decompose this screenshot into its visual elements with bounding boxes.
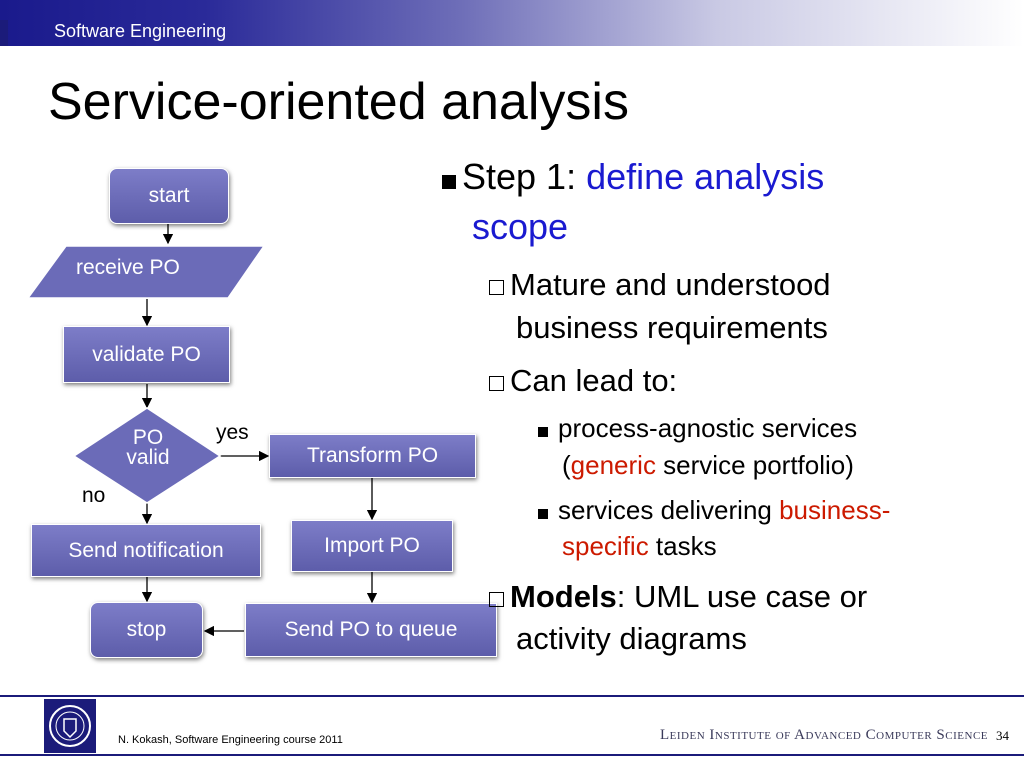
send-notification-box: Send notification [31, 524, 261, 577]
step1-highlight-1: define analysis [586, 156, 825, 197]
stop-node: stop [90, 602, 203, 658]
sub1-line1: Mature and understood [510, 267, 831, 302]
item2-prefix: services delivering [558, 495, 780, 525]
item2-line2: specific tasks [562, 530, 717, 563]
item2-red2: specific [562, 531, 649, 561]
import-po-box: Import PO [291, 520, 453, 572]
validate-po-box: validate PO [63, 326, 230, 383]
hollow-square-bullet-icon [489, 376, 504, 391]
models-bold: Models [510, 579, 617, 614]
stop-label: stop [126, 618, 167, 641]
item-process-agnostic: process-agnostic services [538, 412, 857, 445]
page-number: 34 [996, 728, 1009, 743]
header-bar [0, 0, 1024, 46]
step1-highlight-2: scope [472, 206, 569, 247]
transform-po-box: Transform PO [269, 434, 476, 478]
step1-bullet: Step 1: define analysis [442, 156, 824, 198]
valid-label: valid [126, 446, 170, 469]
receive-po-label: receive PO [76, 256, 180, 279]
import-po-label: Import PO [324, 534, 420, 557]
item1-open: ( [562, 450, 571, 480]
hollow-square-bullet-icon [489, 280, 504, 295]
small-square-bullet-icon [538, 509, 548, 519]
step1-prefix: Step 1: [462, 156, 587, 197]
item2-red1: business- [779, 495, 891, 525]
sub-bullet-models: Models: UML use case or [489, 578, 867, 616]
validate-po-label: validate PO [92, 342, 201, 366]
start-node: start [109, 168, 229, 224]
sub2-text: Can lead to: [510, 363, 678, 398]
transform-po-label: Transform PO [306, 444, 439, 467]
send-po-queue-label: Send PO to queue [284, 618, 458, 641]
send-notification-label: Send notification [68, 538, 224, 562]
item1-line1: process-agnostic services [558, 413, 858, 443]
footer-rule-bottom [0, 754, 1024, 756]
sub1-line2: business requirements [516, 310, 828, 345]
start-label: start [148, 184, 190, 207]
yes-label: yes [216, 421, 249, 444]
item1-red: generic [570, 450, 656, 480]
course-title: Software Engineering [54, 21, 227, 41]
item1-line2: (generic service portfolio) [562, 449, 854, 482]
models-rest: : UML use case or [616, 579, 868, 614]
university-seal-logo [44, 699, 96, 753]
item2-rest: tasks [648, 531, 717, 561]
item1-rest: service portfolio) [655, 450, 854, 480]
no-label: no [82, 484, 106, 507]
footer-rule-top [0, 695, 1024, 697]
po-valid-diamond [72, 407, 222, 504]
slide-title: Service-oriented analysis [48, 73, 629, 131]
sub-bullet-lead: Can lead to: [489, 362, 677, 400]
sub-bullet-mature: Mature and understood [489, 266, 831, 304]
po-label: PO [132, 426, 164, 449]
header-accent [0, 20, 8, 46]
small-square-bullet-icon [538, 427, 548, 437]
hollow-square-bullet-icon [489, 592, 504, 607]
send-po-queue-box: Send PO to queue [245, 603, 497, 657]
receive-po-shape [26, 245, 266, 299]
models-line2: activity diagrams [516, 621, 747, 656]
footer-credit: N. Kokash, Software Engineering course 2… [118, 734, 343, 746]
square-bullet-icon [442, 175, 456, 189]
institute-logo-text: Leiden Institute of Advanced Computer Sc… [660, 727, 988, 743]
item-business-specific: services delivering business- [538, 494, 890, 527]
po-valid-label: PO valid [124, 426, 172, 469]
